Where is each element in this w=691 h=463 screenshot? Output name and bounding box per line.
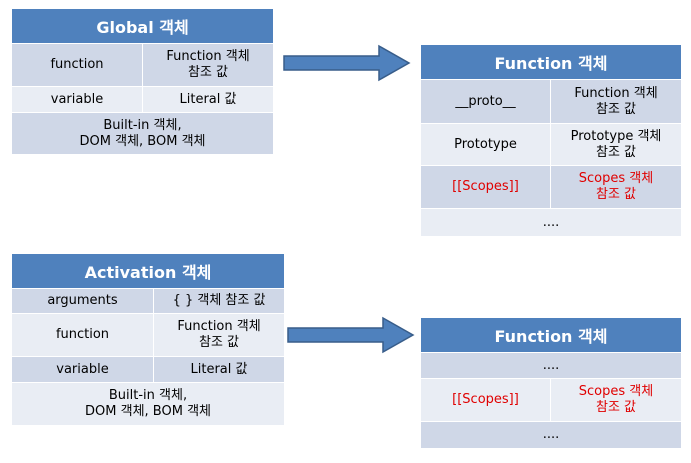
function-scopes-value-top: Scopes 객체 참조 값 (550, 165, 682, 209)
activation-object-title: Activation 객체 (10, 253, 286, 289)
activation-variable-key: variable (11, 356, 154, 383)
function-proto-value: Function 객체 참조 값 (550, 79, 682, 124)
activation-object-table: Activation 객체 arguments { } 객체 참조 값 func… (10, 253, 286, 426)
function-prototype-key: Prototype (420, 123, 551, 166)
function-ellipsis-header-bottom: .... (420, 352, 682, 379)
activation-function-value: Function 객체 참조 값 (152, 313, 286, 357)
function-prototype-value: Prototype 객체 참조 값 (550, 123, 682, 166)
function-ellipsis-footer-top: .... (420, 208, 682, 237)
activation-arguments-key: arguments (11, 288, 154, 314)
function-proto-key: __proto__ (420, 79, 551, 124)
global-function-value: Function 객체 참조 값 (141, 43, 275, 87)
global-variable-value: Literal 값 (141, 86, 275, 113)
function-object-table-top: Function 객체 __proto__ Function 객체 참조 값 P… (420, 44, 682, 237)
global-object-title: Global 객체 (10, 8, 275, 44)
activation-builtin-footer: Built-in 객체, DOM 객체, BOM 객체 (10, 382, 286, 426)
function-scopes-key-bottom: [[Scopes]] (420, 378, 551, 422)
function-scopes-value-bottom: Scopes 객체 참조 값 (550, 378, 682, 422)
global-function-key: function (11, 43, 143, 87)
arrow-right-icon-top (283, 44, 411, 82)
activation-arguments-value: { } 객체 참조 값 (152, 288, 286, 314)
activation-variable-value: Literal 값 (152, 356, 286, 383)
function-object-title-bottom: Function 객체 (420, 317, 682, 353)
function-object-title-top: Function 객체 (420, 44, 682, 80)
activation-function-key: function (11, 313, 154, 357)
function-ellipsis-footer-bottom: .... (420, 421, 682, 449)
function-scopes-key-top: [[Scopes]] (420, 165, 551, 209)
global-builtin-footer: Built-in 객체, DOM 객체, BOM 객체 (10, 112, 275, 155)
arrow-right-icon-bottom (287, 316, 415, 354)
global-variable-key: variable (11, 86, 143, 113)
function-object-table-bottom: Function 객체 .... [[Scopes]] Scopes 객체 참조… (420, 317, 682, 449)
global-object-table: Global 객체 function Function 객체 참조 값 vari… (10, 8, 275, 155)
